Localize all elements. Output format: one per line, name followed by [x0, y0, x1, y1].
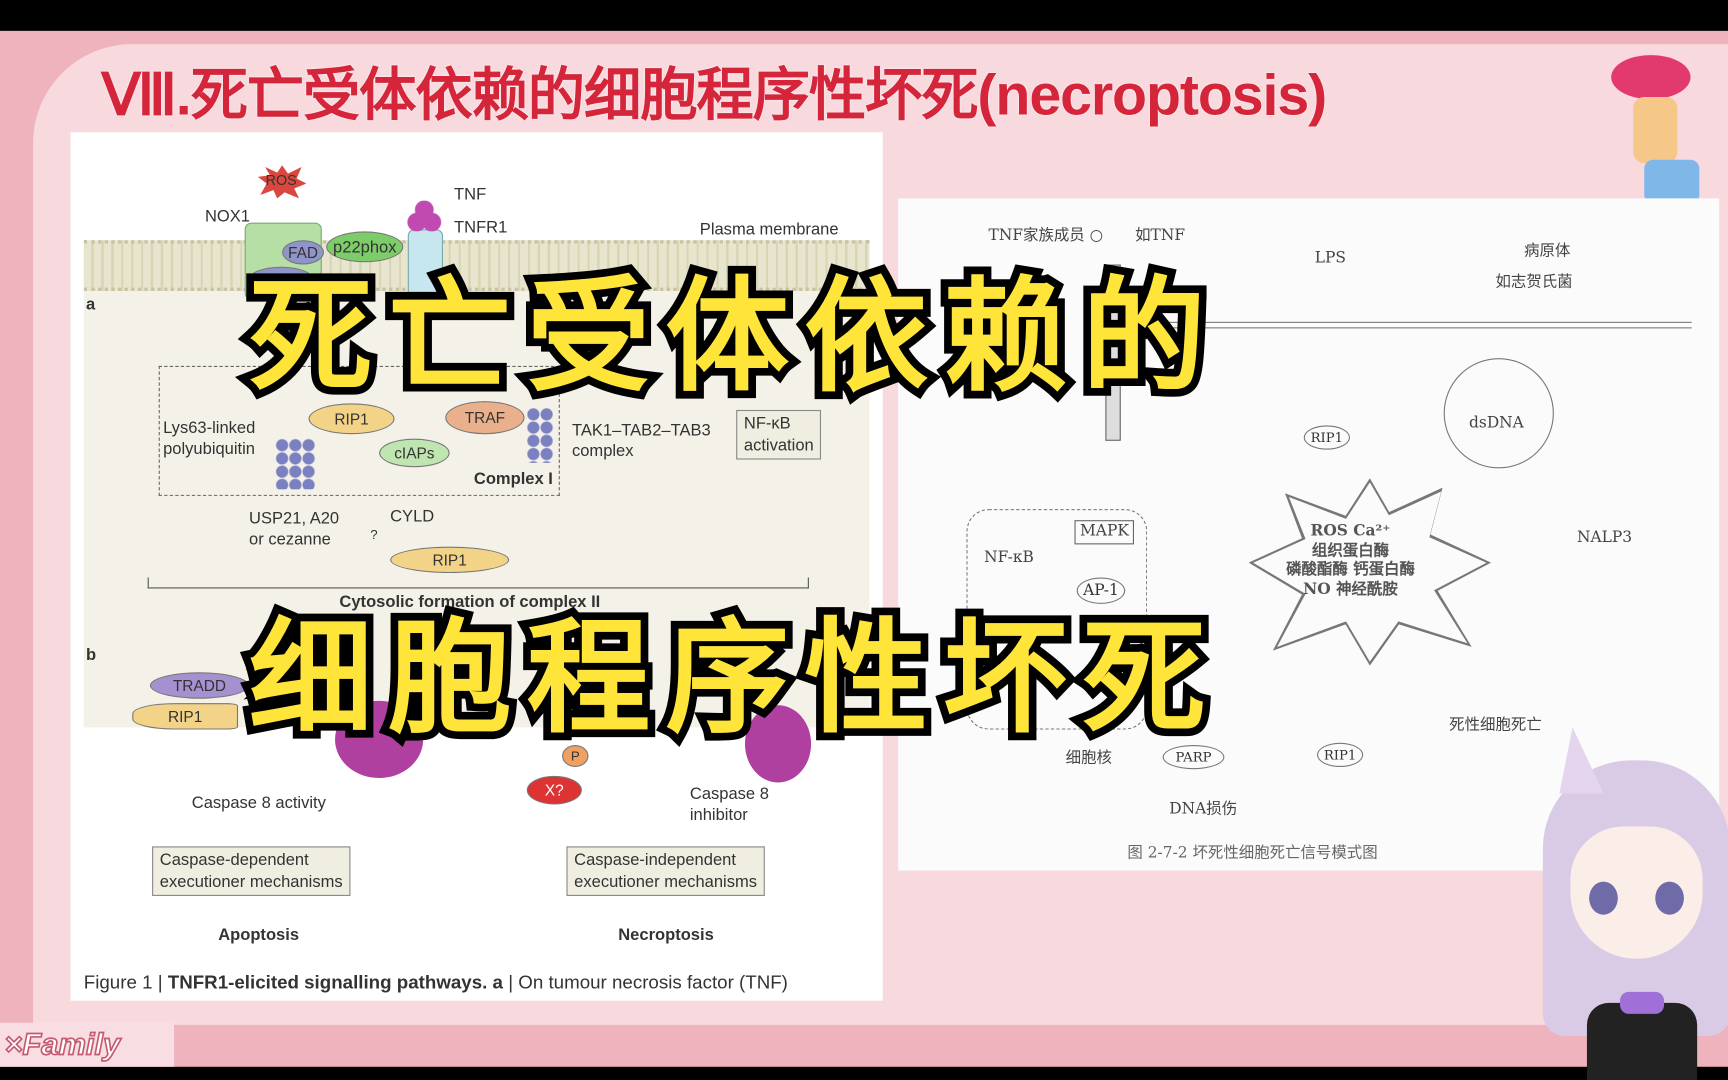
parp-label: PARP	[1162, 744, 1225, 770]
dsdna-label: dsDNA	[1469, 414, 1524, 432]
nucleus-label: 细胞核	[1065, 749, 1112, 768]
phospho-label: P	[562, 744, 589, 768]
traf-label: TRAF	[445, 401, 525, 435]
figure-caption: Figure 1 | TNFR1-elicited signalling pat…	[84, 972, 788, 994]
nalp3-label: NALP3	[1577, 528, 1633, 547]
dna-damage-label: DNA损伤	[1169, 800, 1238, 818]
tnfr1-pathway-figure: a b ROS NOX1 FAD NADPH p22phox TNF TNFR1…	[70, 132, 883, 1001]
panel-label-a: a	[85, 295, 96, 315]
figure-caption-cn: 图 2-7-2 坏死性细胞死亡信号模式图	[1127, 844, 1378, 862]
watermark-logo: ×Family	[0, 1022, 175, 1067]
subtitle-line2: 细胞程序性坏死	[241, 607, 1222, 751]
bracket-line	[147, 577, 809, 589]
nfkb-activation-box: NF-κB activation	[736, 409, 822, 460]
caption-bold: TNFR1-elicited signalling pathways. a	[167, 971, 503, 993]
mapk-label: MAPK	[1074, 520, 1135, 544]
tnfr1-label: TNFR1	[454, 218, 508, 237]
hourglass-decoration	[1611, 55, 1700, 209]
fadd-protein	[335, 700, 424, 779]
dsdna-circle	[1443, 358, 1554, 469]
rip3-protein	[744, 705, 812, 783]
watermark-text: ×Family	[4, 1026, 121, 1062]
slide-title: Ⅷ.死亡受体依赖的细胞程序性坏死(necroptosis)	[101, 63, 1327, 128]
subtitle-line1: 死亡受体依赖的	[241, 265, 1222, 409]
receptor-shape	[1105, 264, 1121, 441]
ciaps-label: cIAPs	[379, 438, 450, 468]
complex1-box	[158, 365, 560, 496]
pathogen-label: 病原体	[1524, 242, 1571, 261]
ros-label: ROS	[265, 171, 297, 189]
caspase-dependent-box: Caspase-dependent executioner mechanisms	[152, 846, 351, 896]
nadph-label: NADPH	[249, 266, 313, 291]
caspase8-activity-label: Caspase 8 activity	[191, 793, 326, 813]
ap1-label: AP-1	[1076, 577, 1126, 604]
ru-tnf-label: 如TNF	[1135, 227, 1186, 245]
question-mark: ?	[370, 526, 378, 543]
lys63-label: Lys63-linked polyubiquitin	[163, 418, 256, 459]
lps-label: LPS	[1314, 249, 1346, 267]
polyubiquitin-chain	[526, 407, 554, 463]
x-label: X?	[526, 775, 582, 805]
rip1-free: RIP1	[390, 546, 510, 574]
tradd-label: TRADD	[149, 672, 250, 699]
tnf-trimer	[405, 200, 444, 232]
burst-label: ROS Ca²⁺ 组织蛋白酶 磷酸酯酶 钙蛋白酶 NO 神经酰胺	[1286, 522, 1415, 598]
caption-prefix: Figure 1 |	[83, 971, 168, 993]
nox1-label: NOX1	[204, 207, 251, 226]
necrotic-death-label: 死性细胞死亡	[1449, 716, 1542, 734]
tak1-label: TAK1–TAB2–TAB3 complex	[571, 420, 711, 461]
usp21-label: USP21, A20 or cezanne	[249, 509, 340, 549]
membrane-line	[1151, 321, 1692, 329]
tnfr1-receptor	[407, 229, 444, 313]
caspase8-inhibitor-label: Caspase 8 inhibitor	[689, 784, 769, 825]
rip1-node-b: RIP1	[1316, 742, 1364, 768]
rip1-complex1: RIP1	[308, 403, 395, 435]
polyubiquitin-chain	[275, 438, 316, 490]
rip1-complex2: RIP1	[132, 703, 239, 730]
fad-label: FAD	[282, 240, 324, 265]
p22phox-label: p22phox	[326, 231, 404, 263]
cytosolic-label: Cytosolic formation of complex II	[339, 592, 601, 612]
caption-rest: | On tumour necrosis factor (TNF)	[502, 971, 788, 993]
complex1-label: Complex I	[473, 469, 553, 489]
panel-label-b: b	[85, 645, 97, 665]
nfkb-label: NF-κB	[984, 548, 1034, 567]
vtuber-avatar	[1521, 727, 1728, 1080]
necroptosis-label: Necroptosis	[618, 925, 714, 945]
plasma-membrane	[83, 240, 870, 291]
plasma-membrane-label: Plasma membrane	[699, 220, 839, 240]
shigella-label: 如志贺氏菌	[1495, 273, 1573, 291]
apoptosis-label: Apoptosis	[218, 925, 300, 945]
signaling-box	[966, 509, 1148, 730]
tnf-label: TNF	[454, 185, 487, 204]
cytosol-shading	[83, 264, 870, 728]
cyld-label: CYLD	[390, 506, 435, 526]
tnf-family-label: TNF家族成员 ○	[988, 227, 1104, 245]
rip1-node: RIP1	[1303, 425, 1350, 450]
caspase-independent-box: Caspase-independent executioner mechanis…	[566, 846, 765, 896]
